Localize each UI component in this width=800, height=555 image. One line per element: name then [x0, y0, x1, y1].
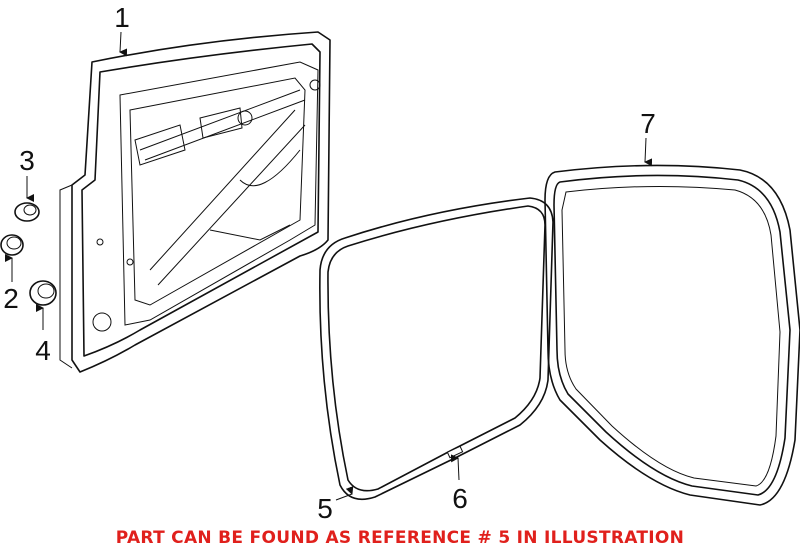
callout-4: 4	[35, 335, 51, 366]
callout-2: 2	[3, 283, 19, 314]
door-shell	[59, 31, 331, 373]
door-seal-7	[544, 164, 800, 506]
door-seal-5	[319, 197, 554, 501]
grommet-3	[14, 202, 40, 222]
callout-5: 5	[317, 493, 333, 524]
callout-arrows	[5, 31, 653, 501]
plug-2	[0, 234, 24, 256]
callout-7: 7	[640, 108, 656, 139]
callout-6: 6	[452, 483, 468, 514]
plug-4	[29, 280, 57, 306]
callout-1: 1	[114, 2, 130, 33]
callout-3: 3	[19, 145, 35, 176]
reference-note: PART CAN BE FOUND AS REFERENCE # 5 IN IL…	[115, 528, 685, 548]
